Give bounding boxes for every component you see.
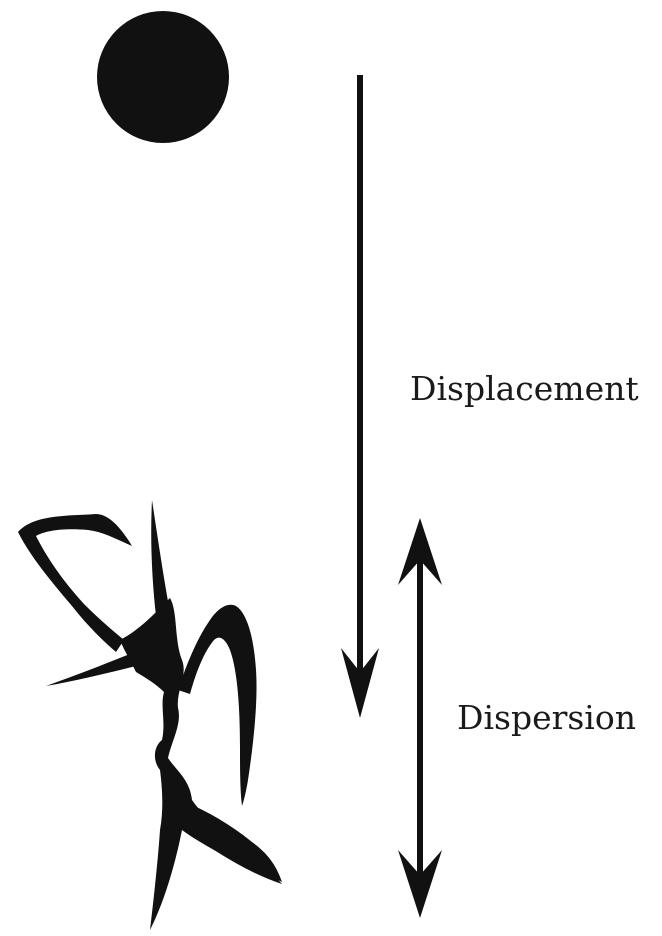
- displacement-label: Displacement: [410, 369, 639, 408]
- dispersion-label: Dispersion: [457, 698, 636, 737]
- shape-top-spike: [151, 500, 170, 616]
- dispersion-arrow: [398, 518, 442, 918]
- dispersed-shape: [18, 500, 282, 930]
- shape-hook-arm: [18, 514, 132, 652]
- initial-disc: [97, 11, 229, 143]
- shape-right-branch: [178, 605, 257, 806]
- displacement-arrow: [341, 75, 379, 718]
